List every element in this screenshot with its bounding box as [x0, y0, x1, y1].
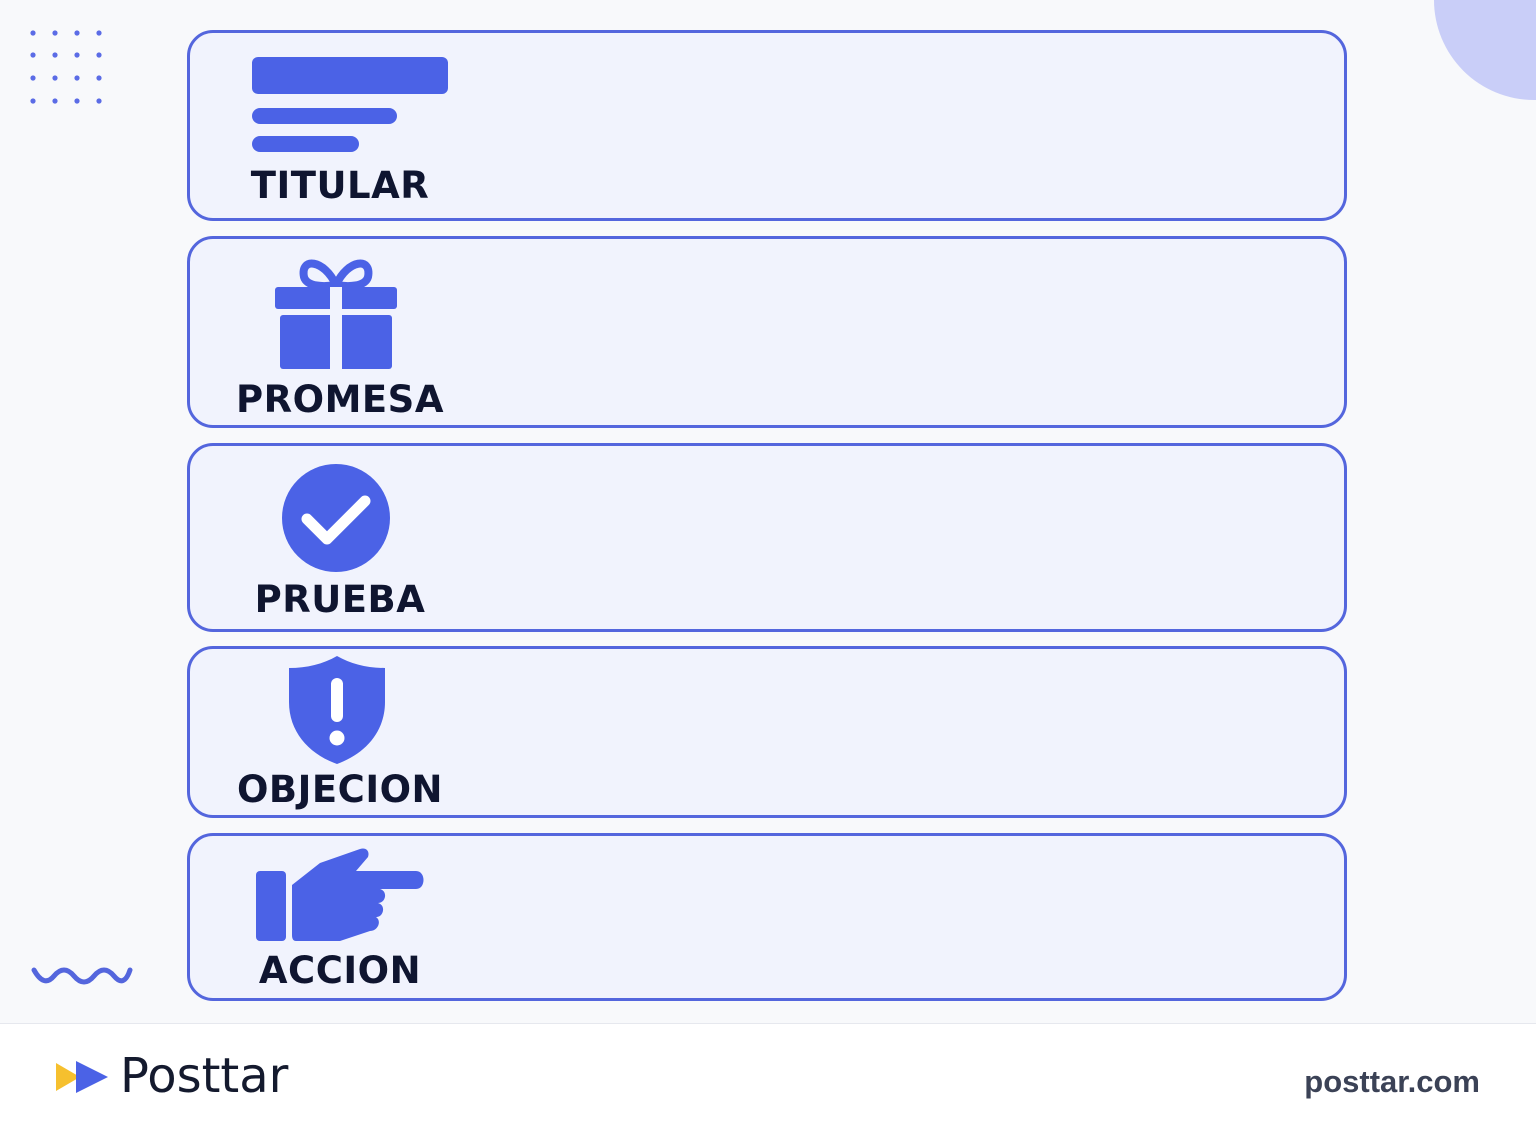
- card-label: TITULAR: [250, 164, 430, 207]
- posttar-logo-icon: [56, 1061, 108, 1093]
- card-prueba: PRUEBA: [187, 443, 1347, 632]
- dot-grid-decoration: [30, 30, 102, 104]
- footer: Posttar posttar.com: [0, 1023, 1536, 1137]
- card-label: PROMESA: [236, 378, 444, 421]
- wave-decoration: [31, 967, 133, 985]
- pointing-hand-icon: [256, 848, 424, 941]
- check-circle-icon: [282, 464, 390, 572]
- card-label: ACCION: [258, 949, 422, 992]
- card-label: OBJECION: [236, 768, 444, 811]
- card-objecion: OBJECION: [187, 646, 1347, 818]
- card-titular: TITULAR: [187, 30, 1347, 221]
- card-label: PRUEBA: [254, 578, 426, 621]
- website-link[interactable]: posttar.com: [1304, 1064, 1480, 1099]
- brand-name: Posttar: [120, 1048, 289, 1104]
- shield-alert-icon: [289, 656, 385, 764]
- card-accion: ACCION: [187, 833, 1347, 1001]
- gift-icon: [275, 259, 397, 371]
- card-promesa: PROMESA: [187, 236, 1347, 428]
- corner-circle-decoration: [1434, 0, 1536, 100]
- headline-lines-icon: [252, 57, 448, 152]
